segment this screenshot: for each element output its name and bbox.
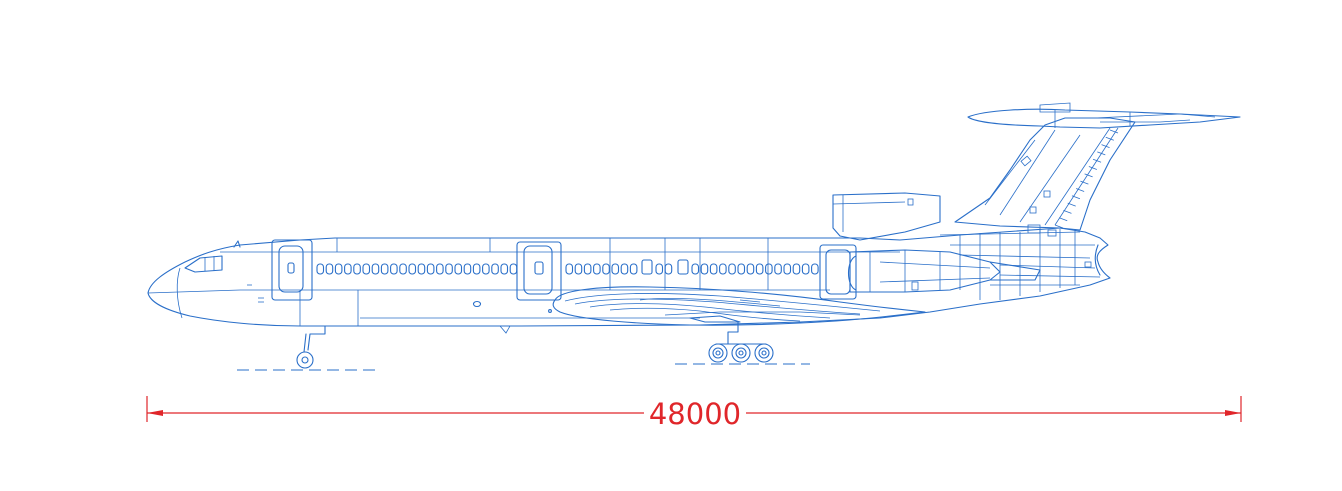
fuselage xyxy=(147,227,1111,327)
passenger-window xyxy=(765,263,773,275)
passenger-window xyxy=(436,263,444,275)
passenger-window xyxy=(482,263,490,275)
passenger-window xyxy=(565,263,574,275)
passenger-window xyxy=(399,263,407,275)
doors xyxy=(271,239,857,313)
passenger-window xyxy=(325,263,334,275)
main-landing-gear xyxy=(708,321,774,363)
dimension-arrow-left xyxy=(147,410,163,416)
passenger-window xyxy=(334,263,343,275)
passenger-window xyxy=(509,263,518,275)
rear-engine-section xyxy=(832,192,1101,300)
passenger-windows xyxy=(316,263,819,275)
passenger-window xyxy=(390,263,398,275)
passenger-window xyxy=(445,263,453,275)
passenger-window xyxy=(491,263,499,275)
rear-door xyxy=(819,244,857,300)
main-gear-wheel xyxy=(731,343,751,363)
passenger-window xyxy=(472,263,481,275)
main-gear-wheel xyxy=(754,343,774,363)
front-door xyxy=(271,239,313,301)
wing-fairing xyxy=(552,286,926,326)
main-gear-wheel xyxy=(708,343,728,363)
passenger-window xyxy=(792,263,801,275)
passenger-window xyxy=(728,263,736,275)
passenger-window xyxy=(655,263,664,275)
passenger-window xyxy=(774,263,782,275)
passenger-window xyxy=(700,263,709,275)
passenger-window xyxy=(737,263,746,275)
nose-landing-gear xyxy=(296,325,326,369)
passenger-window xyxy=(463,263,472,275)
passenger-window xyxy=(755,263,764,275)
passenger-window xyxy=(316,263,325,275)
passenger-window xyxy=(719,263,727,275)
passenger-window xyxy=(500,263,509,275)
vertical-stabilizer xyxy=(954,102,1241,231)
passenger-window xyxy=(664,263,673,275)
passenger-window xyxy=(426,263,435,275)
passenger-window xyxy=(691,263,700,275)
passenger-window xyxy=(709,263,718,275)
dimension-arrow-right xyxy=(1225,410,1241,416)
passenger-window xyxy=(353,263,361,275)
passenger-window xyxy=(574,263,583,275)
passenger-window xyxy=(362,263,371,275)
passenger-window xyxy=(454,263,463,275)
passenger-window xyxy=(746,263,755,275)
length-dimension-label: 48000 xyxy=(649,397,741,431)
passenger-window xyxy=(801,263,810,275)
passenger-window xyxy=(371,263,380,275)
passenger-window xyxy=(783,263,792,275)
passenger-window xyxy=(611,263,620,275)
passenger-window xyxy=(417,263,426,275)
passenger-window xyxy=(380,263,389,275)
passenger-window xyxy=(602,263,610,275)
passenger-window xyxy=(811,263,819,275)
passenger-window xyxy=(620,263,629,275)
passenger-window xyxy=(629,263,638,275)
passenger-window xyxy=(344,263,352,275)
length-dimension: 48000 xyxy=(146,396,1242,431)
passenger-window xyxy=(583,263,592,275)
passenger-window xyxy=(408,263,417,275)
passenger-window xyxy=(593,263,601,275)
